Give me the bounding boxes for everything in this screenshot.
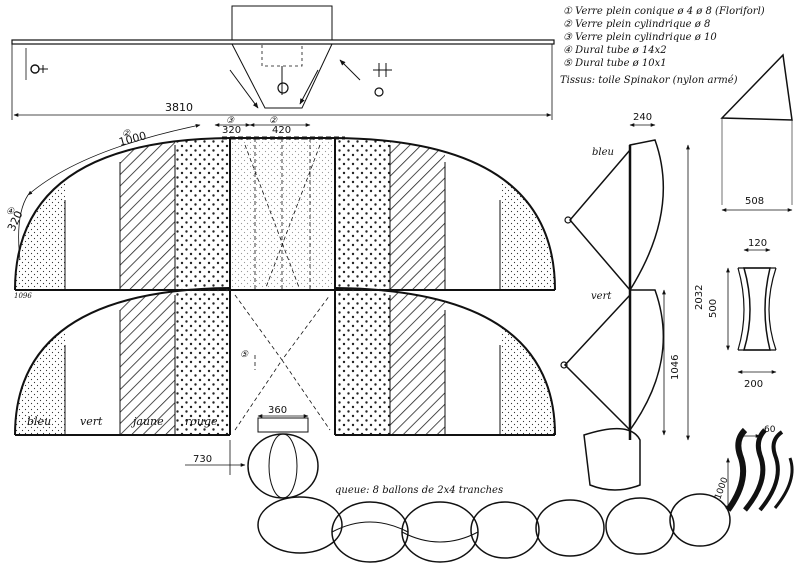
- side-view: bleu vert 240 2032 1046: [560, 112, 705, 491]
- tail-balloons: queue: 8 ballons de 2x4 tranches 1000 60: [247, 425, 794, 563]
- legend-item-5: ⑤ Dural tube ø 10x1: [563, 58, 667, 69]
- label-green: vert: [80, 415, 103, 428]
- height-half-label: 1046: [670, 355, 681, 380]
- materials-legend: ① Verre plein conique ø 4 ø 8 (Floriforl…: [560, 6, 765, 86]
- legend-item-1: ① Verre plein conique ø 4 ø 8 (Floriforl…: [563, 6, 765, 17]
- tail-dimension: 360 730: [185, 405, 309, 475]
- top-spar-view: [11, 5, 555, 120]
- triangle-panel: 508: [720, 53, 793, 212]
- callout-three: ③: [226, 116, 235, 126]
- legend-item-2: ② Verre plein cylindrique ø 8: [563, 19, 710, 30]
- streamer-step-label: 60: [764, 425, 776, 435]
- bobbin-base-label: 200: [744, 379, 763, 390]
- callout-five: ⑤: [240, 350, 249, 360]
- legend-item-4: ④ Dural tube ø 14x2: [563, 45, 667, 56]
- height-total-label: 2032: [694, 285, 705, 310]
- label-yellow: jaune: [130, 415, 164, 428]
- callout-two: ②: [269, 116, 278, 126]
- span-label: 3810: [165, 101, 193, 114]
- tail-attach-label: 360: [268, 405, 287, 416]
- side-label-green: vert: [591, 291, 612, 302]
- upper-cell: [14, 136, 556, 291]
- label-red: rouge: [185, 415, 218, 428]
- bobbin-width-label: 120: [748, 238, 767, 249]
- label-blue: bleu: [27, 415, 51, 428]
- tail-caption: queue: 8 ballons de 2x4 tranches: [335, 485, 503, 496]
- center-small-label: 320: [222, 125, 241, 136]
- tail-offset-label: 730: [193, 454, 212, 465]
- fabric-note: Tissus: toile Spinakor (nylon armé): [560, 75, 738, 86]
- triangle-base-label: 508: [745, 196, 764, 207]
- bobbin-height-label: 500: [708, 299, 719, 318]
- side-label-blue: bleu: [592, 147, 614, 158]
- span-dimension: 3810: [13, 101, 552, 117]
- legend-item-3: ③ Verre plein cylindrique ø 10: [563, 32, 717, 43]
- page-mark: 1096: [14, 292, 32, 300]
- callout-two-arc: ②: [122, 129, 131, 139]
- center-wide-label: 420: [272, 125, 291, 136]
- bobbin-panel: 120 500 200: [708, 238, 777, 390]
- callout-four: ④: [6, 207, 15, 217]
- lower-cell: ⑤: [14, 287, 556, 436]
- color-labels: bleu vert jaune rouge 1096: [14, 292, 218, 428]
- side-top-label: 240: [633, 112, 652, 123]
